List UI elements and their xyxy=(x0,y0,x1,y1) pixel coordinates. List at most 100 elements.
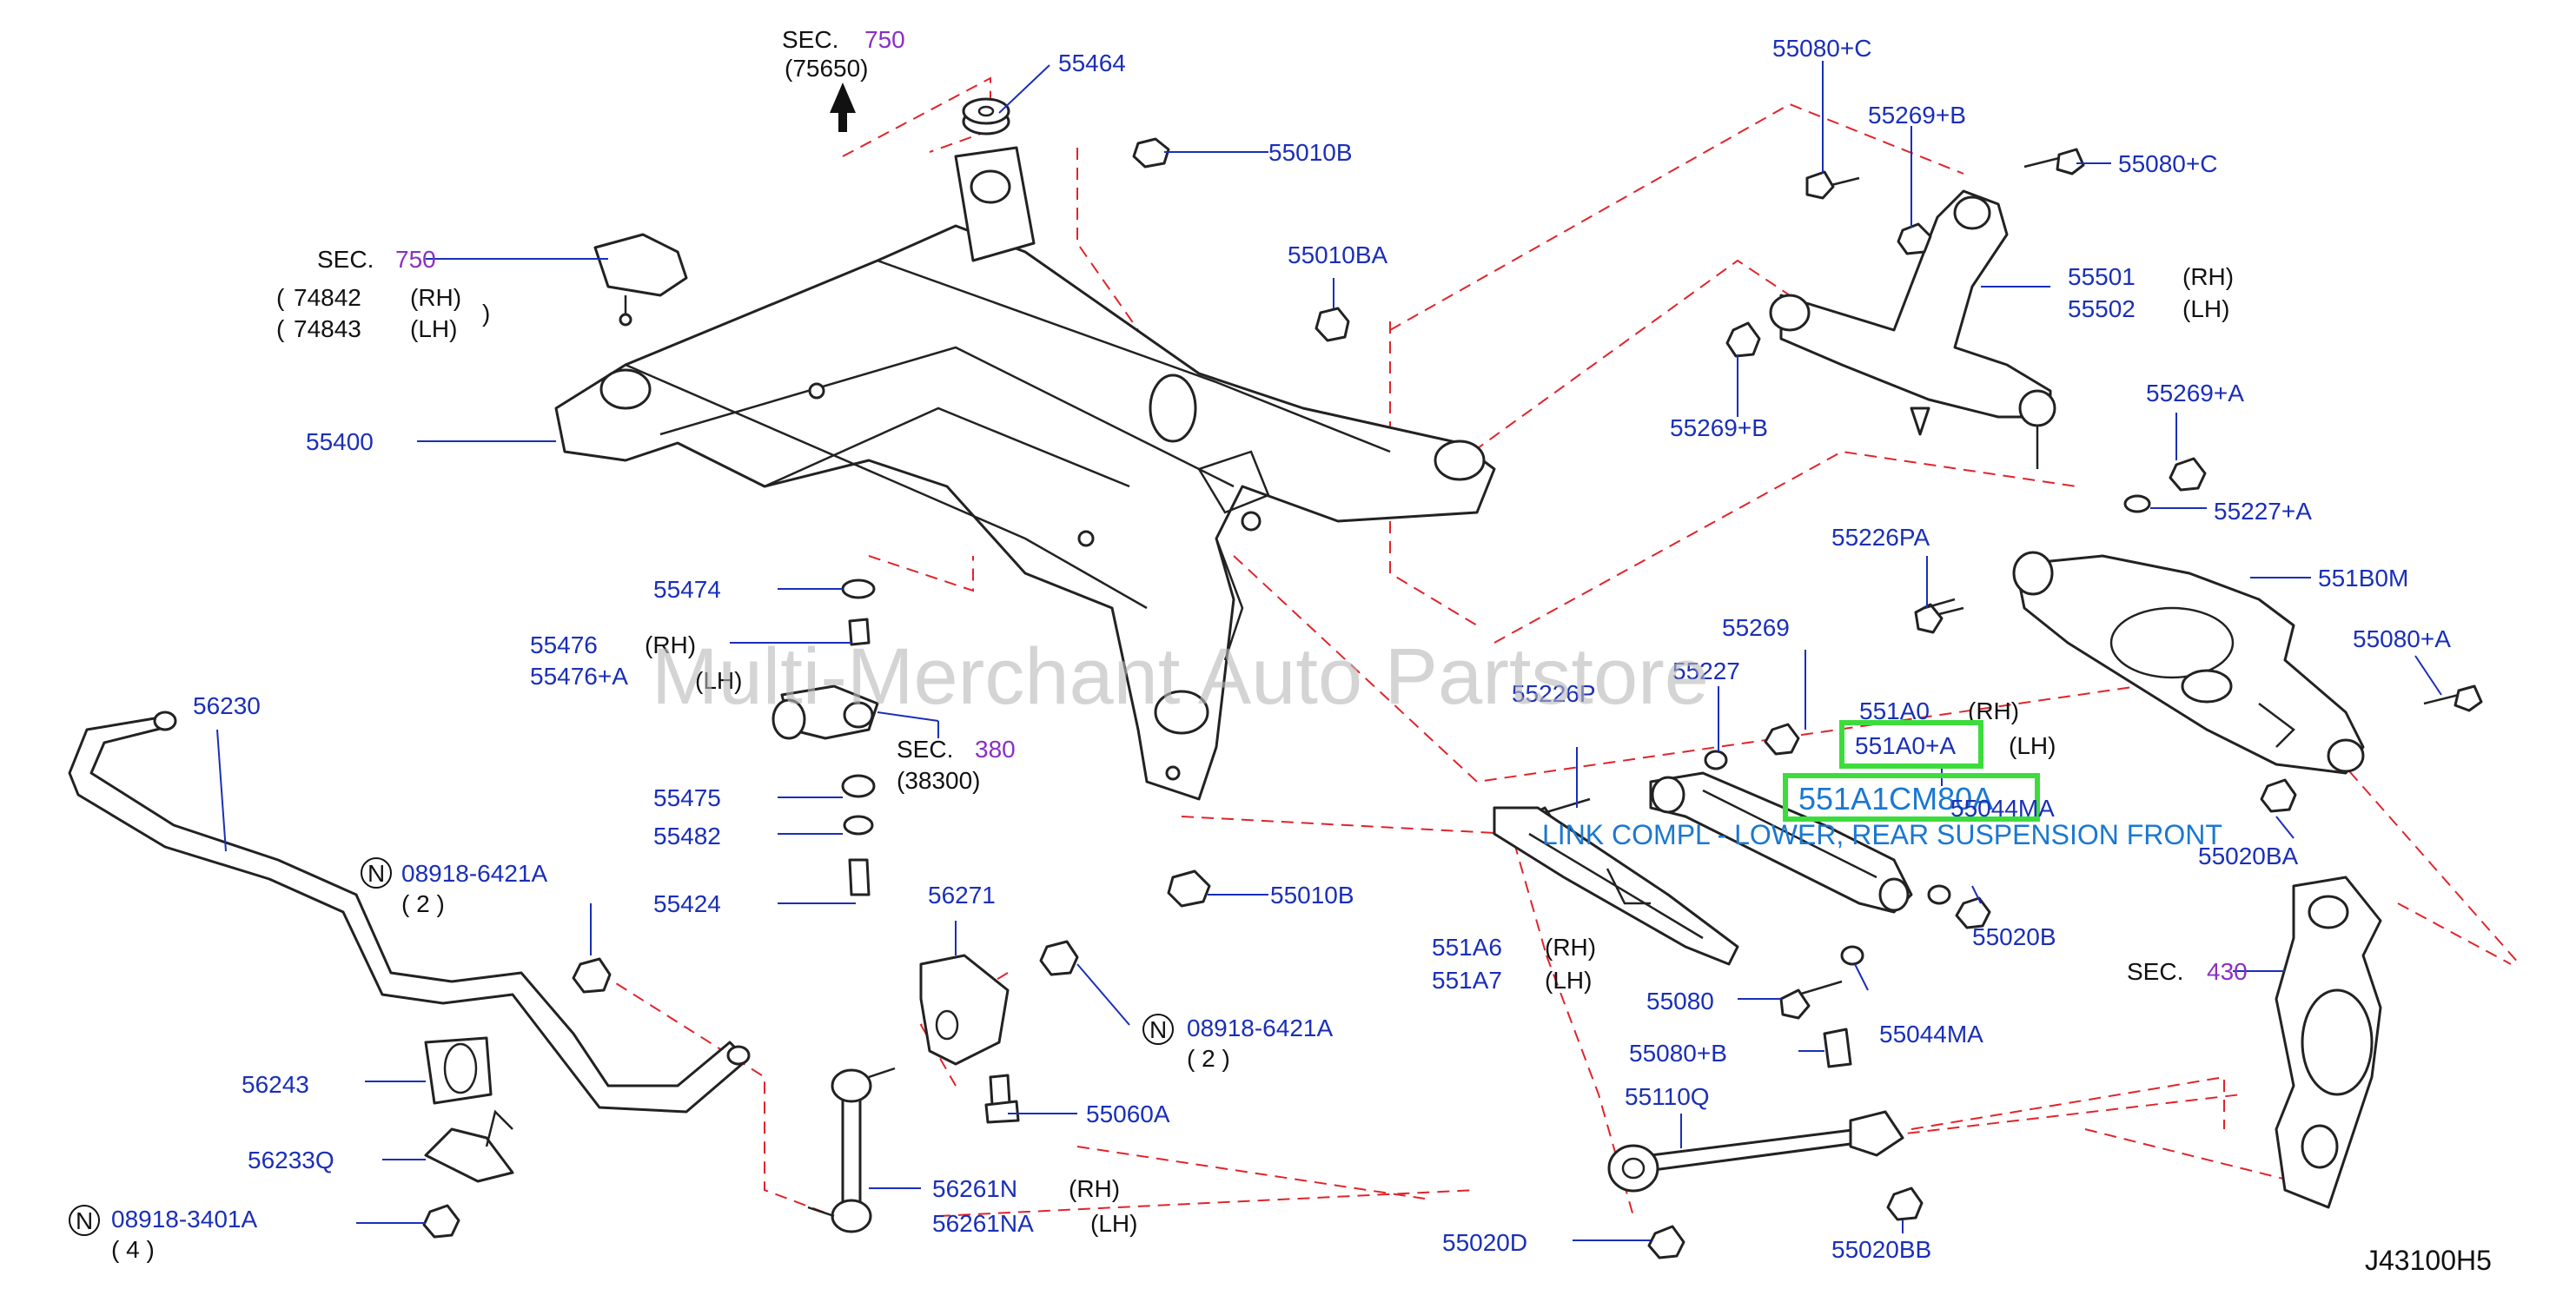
sec-380[interactable]: 380 xyxy=(975,736,1016,763)
part-55110Q[interactable]: 55110Q xyxy=(1625,1083,1710,1110)
washer-55044MA xyxy=(1840,945,1864,966)
qty-08918-6421A-right: ( 2 ) xyxy=(1187,1045,1230,1072)
nut-55010BA xyxy=(1314,307,1350,342)
part-55474[interactable]: 55474 xyxy=(653,576,721,603)
part-55227[interactable]: 55227 xyxy=(1672,658,1740,684)
insulator-55464 xyxy=(962,97,1010,136)
bracket-56271 xyxy=(919,954,1010,1066)
part-55080A[interactable]: 55080+A xyxy=(2353,625,2451,652)
part-55269B-bottom[interactable]: 55269+B xyxy=(1670,414,1768,441)
part-55227A[interactable]: 55227+A xyxy=(2214,498,2312,525)
part-55020BA[interactable]: 55020BA xyxy=(2198,843,2299,869)
leader-lines xyxy=(216,61,2442,1241)
part-56233Q[interactable]: 56233Q xyxy=(248,1147,334,1173)
part-labels: SEC. 750 (75650) 55464 55010B 55010BA SE… xyxy=(69,26,2492,1276)
part-55010B-top[interactable]: 55010B xyxy=(1268,139,1353,166)
part-551A0A[interactable]: 551A0+A xyxy=(1855,732,1956,759)
part-55020B[interactable]: 55020B xyxy=(1972,923,2056,950)
part-55080C-top[interactable]: 55080+C xyxy=(1772,35,1871,62)
part-55476[interactable]: 55476 xyxy=(530,631,598,658)
qty-08918-6421A-left: ( 2 ) xyxy=(401,890,445,917)
part-55080[interactable]: 55080 xyxy=(1646,988,1714,1015)
part-56271[interactable]: 56271 xyxy=(928,882,996,909)
part-55269[interactable]: 55269 xyxy=(1722,614,1790,641)
n-symbol-circle-3 xyxy=(69,1205,100,1236)
sec-label-430: SEC. xyxy=(2127,958,2183,985)
brace-left: ( xyxy=(276,284,285,311)
bolt-55060A xyxy=(984,1074,1020,1124)
link-washers-55227-55269 xyxy=(1704,723,1991,929)
n-symbol-circle-2 xyxy=(1142,1014,1174,1045)
part-55044MA-bottom[interactable]: 55044MA xyxy=(1879,1021,1983,1048)
knuckle-sec-430 xyxy=(2275,876,2382,1209)
side-rh-55476: (RH) xyxy=(645,631,696,658)
part-55044MA-top[interactable]: 55044MA xyxy=(1950,795,2055,822)
sec-label-left: SEC. xyxy=(317,246,374,273)
nut-08918-6421A-right xyxy=(1039,940,1079,976)
part-55226PA[interactable]: 55226PA xyxy=(1831,524,1930,551)
part-55010B-bottom[interactable]: 55010B xyxy=(1270,882,1354,909)
part-55226P[interactable]: 55226P xyxy=(1512,680,1596,707)
stabilizer-bar-56230 xyxy=(68,711,751,1114)
part-08918-6421A-right[interactable]: 08918-6421A xyxy=(1187,1015,1333,1041)
bolt-55080 xyxy=(1779,980,1843,1020)
qty-08918-3401A: ( 4 ) xyxy=(111,1236,155,1263)
part-551A0[interactable]: 551A0 xyxy=(1859,697,1930,724)
sec-430[interactable]: 430 xyxy=(2207,958,2248,985)
highlight-box-551A1CM80A xyxy=(1783,773,2040,822)
sec-750-top[interactable]: 750 xyxy=(864,26,905,53)
part-56243[interactable]: 56243 xyxy=(242,1071,309,1098)
part-55060A[interactable]: 55060A xyxy=(1086,1101,1170,1127)
part-551A7[interactable]: 551A7 xyxy=(1432,967,1502,994)
part-74842[interactable]: 74842 xyxy=(294,284,361,311)
part-56230[interactable]: 56230 xyxy=(193,692,261,719)
highlight-code[interactable]: 551A1CM80A xyxy=(1798,781,1993,816)
nut-55010B-top xyxy=(1132,137,1170,169)
n-symbol: N xyxy=(368,860,385,887)
bushing-56243 xyxy=(424,1036,493,1105)
part-08918-6421A-left[interactable]: 08918-6421A xyxy=(401,860,547,887)
part-55475[interactable]: 55475 xyxy=(653,784,721,811)
diff-mount-parts xyxy=(771,578,879,896)
n-symbol-circle xyxy=(361,857,392,889)
side-lh-56261NA: (LH) xyxy=(1090,1210,1137,1237)
part-55269A[interactable]: 55269+A xyxy=(2146,380,2244,407)
sec-380-sub: (38300) xyxy=(897,767,981,794)
diagram-code: J43100H5 xyxy=(2365,1245,2492,1276)
part-55464[interactable]: 55464 xyxy=(1058,50,1126,76)
part-08918-3401A[interactable]: 08918-3401A xyxy=(111,1206,257,1233)
rear-suspension-crossmember xyxy=(554,146,1496,801)
part-551B0M[interactable]: 551B0M xyxy=(2318,565,2408,592)
part-55020D[interactable]: 55020D xyxy=(1442,1229,1527,1256)
part-55400[interactable]: 55400 xyxy=(306,428,374,455)
nut-55010B-bottom xyxy=(1167,869,1211,908)
part-55482[interactable]: 55482 xyxy=(653,823,721,849)
part-55080C-right[interactable]: 55080+C xyxy=(2118,150,2217,177)
part-55080B[interactable]: 55080+B xyxy=(1629,1040,1727,1067)
part-74843[interactable]: 74843 xyxy=(294,315,361,342)
part-551A6[interactable]: 551A6 xyxy=(1432,934,1502,961)
part-55424[interactable]: 55424 xyxy=(653,890,721,917)
side-lh-74843: (LH) xyxy=(410,315,457,342)
brace-right: ) xyxy=(482,300,490,327)
n-symbol-2: N xyxy=(1149,1016,1167,1043)
sec-750-sub: (75650) xyxy=(785,55,869,82)
part-55502[interactable]: 55502 xyxy=(2068,295,2136,322)
stabilizer-link-56261N xyxy=(807,1067,896,1233)
side-rh-55501: (RH) xyxy=(2182,263,2234,290)
side-rh-56261N: (RH) xyxy=(1069,1175,1120,1202)
mount-bracket-74842 xyxy=(593,233,688,327)
part-55020BB[interactable]: 55020BB xyxy=(1831,1236,1931,1263)
part-55010BA[interactable]: 55010BA xyxy=(1288,241,1388,268)
part-55501[interactable]: 55501 xyxy=(2068,263,2136,290)
side-rh-551A0: (RH) xyxy=(1968,697,2019,724)
part-56261NA[interactable]: 56261NA xyxy=(932,1210,1034,1237)
nut-08918-6421A-left xyxy=(572,957,612,994)
sec-750-left[interactable]: 750 xyxy=(395,246,436,273)
part-55476A[interactable]: 55476+A xyxy=(530,663,628,690)
link-551A6 xyxy=(1493,806,1739,966)
part-56261N[interactable]: 56261N xyxy=(932,1175,1017,1202)
side-lh-55502: (LH) xyxy=(2182,295,2229,322)
part-55269B-top[interactable]: 55269+B xyxy=(1868,102,1966,129)
n-symbol-3: N xyxy=(76,1207,93,1234)
